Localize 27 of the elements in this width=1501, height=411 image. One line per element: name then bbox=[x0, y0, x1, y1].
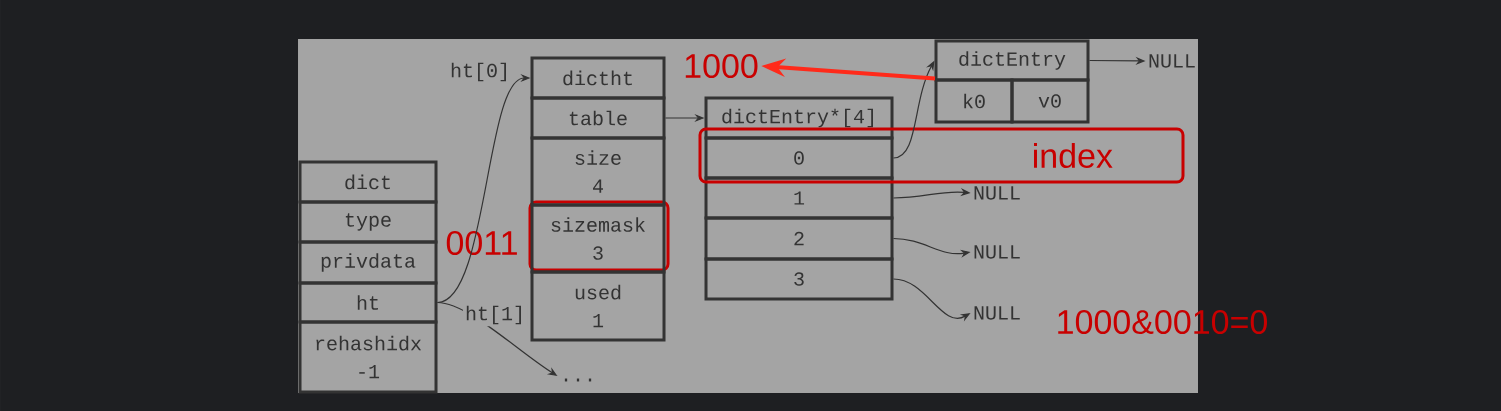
table-cell: type bbox=[298, 200, 438, 244]
ellipsis-text: ... bbox=[564, 378, 592, 382]
null-text: NULL bbox=[974, 186, 1020, 200]
annotation-text: 1000 bbox=[685, 53, 758, 79]
table-cell: 0 bbox=[704, 136, 894, 180]
table-cell: 1 bbox=[704, 176, 894, 220]
table-cell: k0 bbox=[934, 78, 1014, 124]
null-text: NULL bbox=[1149, 54, 1195, 68]
annotation-text: 0011 bbox=[446, 230, 517, 256]
table-cell: size 4 bbox=[530, 136, 666, 207]
table-cell: 3 bbox=[704, 257, 894, 301]
table-cell: privdata bbox=[298, 240, 438, 285]
table-cell: table bbox=[530, 96, 666, 140]
table-cell: v0 bbox=[1010, 78, 1090, 124]
table-cell: dictht bbox=[530, 56, 666, 100]
table-cell: dictEntry bbox=[934, 39, 1090, 82]
table-cell: dict bbox=[298, 160, 438, 204]
table-cell: rehashidx -1 bbox=[298, 320, 438, 394]
null-text: NULL bbox=[974, 306, 1020, 320]
edge-label: ht[1] bbox=[463, 303, 527, 327]
table-cell: 2 bbox=[704, 216, 894, 261]
table-cell: sizemask 3 bbox=[530, 203, 666, 274]
table-cell: dictEntry*[4] bbox=[704, 96, 894, 140]
table-cell: used 1 bbox=[530, 270, 666, 342]
edge-label: ht[0] bbox=[448, 60, 512, 84]
table-cell: ht bbox=[298, 281, 438, 324]
null-text: NULL bbox=[974, 245, 1020, 259]
